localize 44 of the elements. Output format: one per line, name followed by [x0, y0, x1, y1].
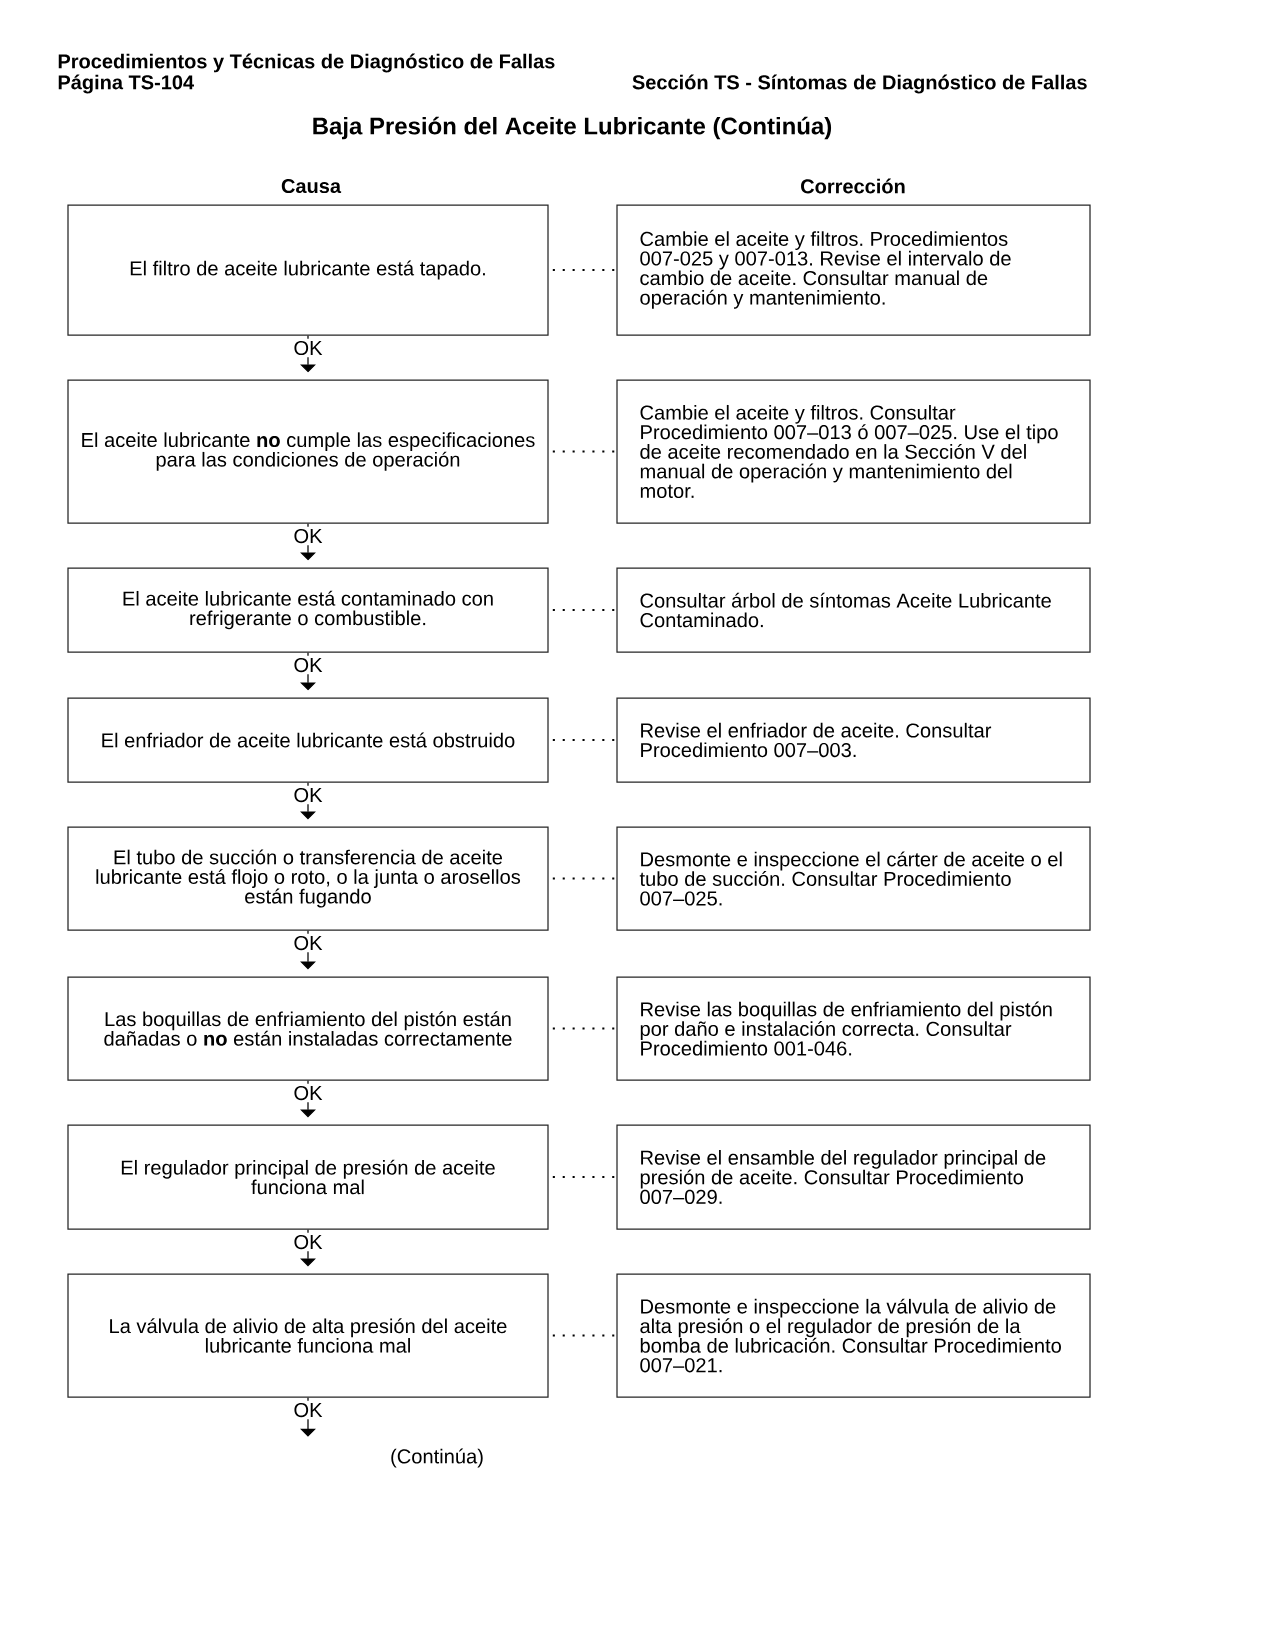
cause-box: Las boquillas de enfriamiento del pistón están dañadas o no están instaladas correctamente	[67, 976, 549, 1081]
dotted-line	[552, 1175, 615, 1179]
correction-box: Revise las boquillas de enfriamiento del pistón por daño e instalación correcta. Consultar Procedimiento 001-046.	[616, 976, 1091, 1081]
dotted-line	[552, 268, 615, 272]
section-header: Sección TS - Síntomas de Diagnóstico de Fallas	[632, 74, 1087, 94]
edge-label: OK	[291, 338, 325, 358]
cause-box: El regulador principal de presión de aceite funciona mal	[67, 1124, 549, 1230]
cause-box: El enfriador de aceite lubricante está obstruido	[67, 697, 549, 783]
page-title: Baja Presión del Aceite Lubricante (Continúa)	[313, 116, 832, 140]
page-number: Página TS-104	[58, 74, 194, 94]
correction-box: Revise el enfriador de aceite. Consultar Procedimiento 007–003.	[616, 697, 1091, 783]
edge-label: OK	[291, 655, 325, 675]
arrow	[300, 652, 316, 691]
correction-box: Consultar árbol de síntomas Aceite Lubricante Contaminado.	[616, 567, 1091, 653]
cause-box: El tubo de succión o transferencia de aceite lubricante está flojo o roto, o la junta o arosellos están fugando	[67, 826, 549, 931]
dotted-line	[552, 738, 615, 742]
edge-label: OK	[291, 785, 325, 805]
edge-label: OK	[291, 1232, 325, 1252]
correction-box: Revise el ensamble del regulador principal de presión de aceite. Consultar Procedimiento 007–029.	[616, 1124, 1091, 1230]
correction-box: Desmonte e inspeccione la válvula de alivio de alta presión o el regulador de presión de la bomba de lubricación. Consultar Procedimiento 007–021.	[616, 1273, 1091, 1398]
dotted-line	[552, 608, 615, 612]
dotted-line	[552, 877, 615, 880]
cause-box: El aceite lubricante no cumple las especificaciones para las condiciones de operación	[67, 379, 549, 524]
edge-label: OK	[291, 1400, 325, 1420]
continuation-note: (Continúa)	[391, 1448, 483, 1468]
arrow	[300, 335, 316, 373]
page-header: Procedimientos y Técnicas de Diagnóstico de Fallas	[58, 53, 555, 73]
arrow	[300, 1229, 316, 1267]
cause-box: El aceite lubricante está contaminado con refrigerante o combustible.	[67, 567, 549, 653]
correction-box: Cambie el aceite y filtros. Procedimientos 007-025 y 007-013. Revise el intervalo de cambio de aceite. Consultar manual de operación y mantenimiento.	[616, 204, 1091, 336]
dotted-line	[552, 1334, 615, 1337]
edge-label: OK	[291, 526, 325, 546]
cause-box: La válvula de alivio de alta presión del aceite lubricante funciona mal	[67, 1273, 549, 1398]
edge-label: OK	[291, 933, 325, 953]
arrow	[300, 930, 316, 970]
arrow	[300, 523, 316, 561]
edge-label: OK	[291, 1083, 325, 1103]
arrow	[300, 1080, 316, 1118]
arrow	[300, 782, 316, 820]
correction-box: Cambie el aceite y filtros. Consultar Procedimiento 007–013 ó 007–025. Use el tipo de aceite recomendado en la Sección V del manual de operación y mantenimiento del motor.	[616, 379, 1091, 524]
cause-box: El filtro de aceite lubricante está tapado.	[67, 204, 549, 336]
dotted-line	[552, 1027, 615, 1030]
dotted-line	[552, 450, 615, 453]
correction-box: Desmonte e inspeccione el cárter de aceite o el tubo de succión. Consultar Procedimiento 007–025.	[616, 826, 1091, 931]
